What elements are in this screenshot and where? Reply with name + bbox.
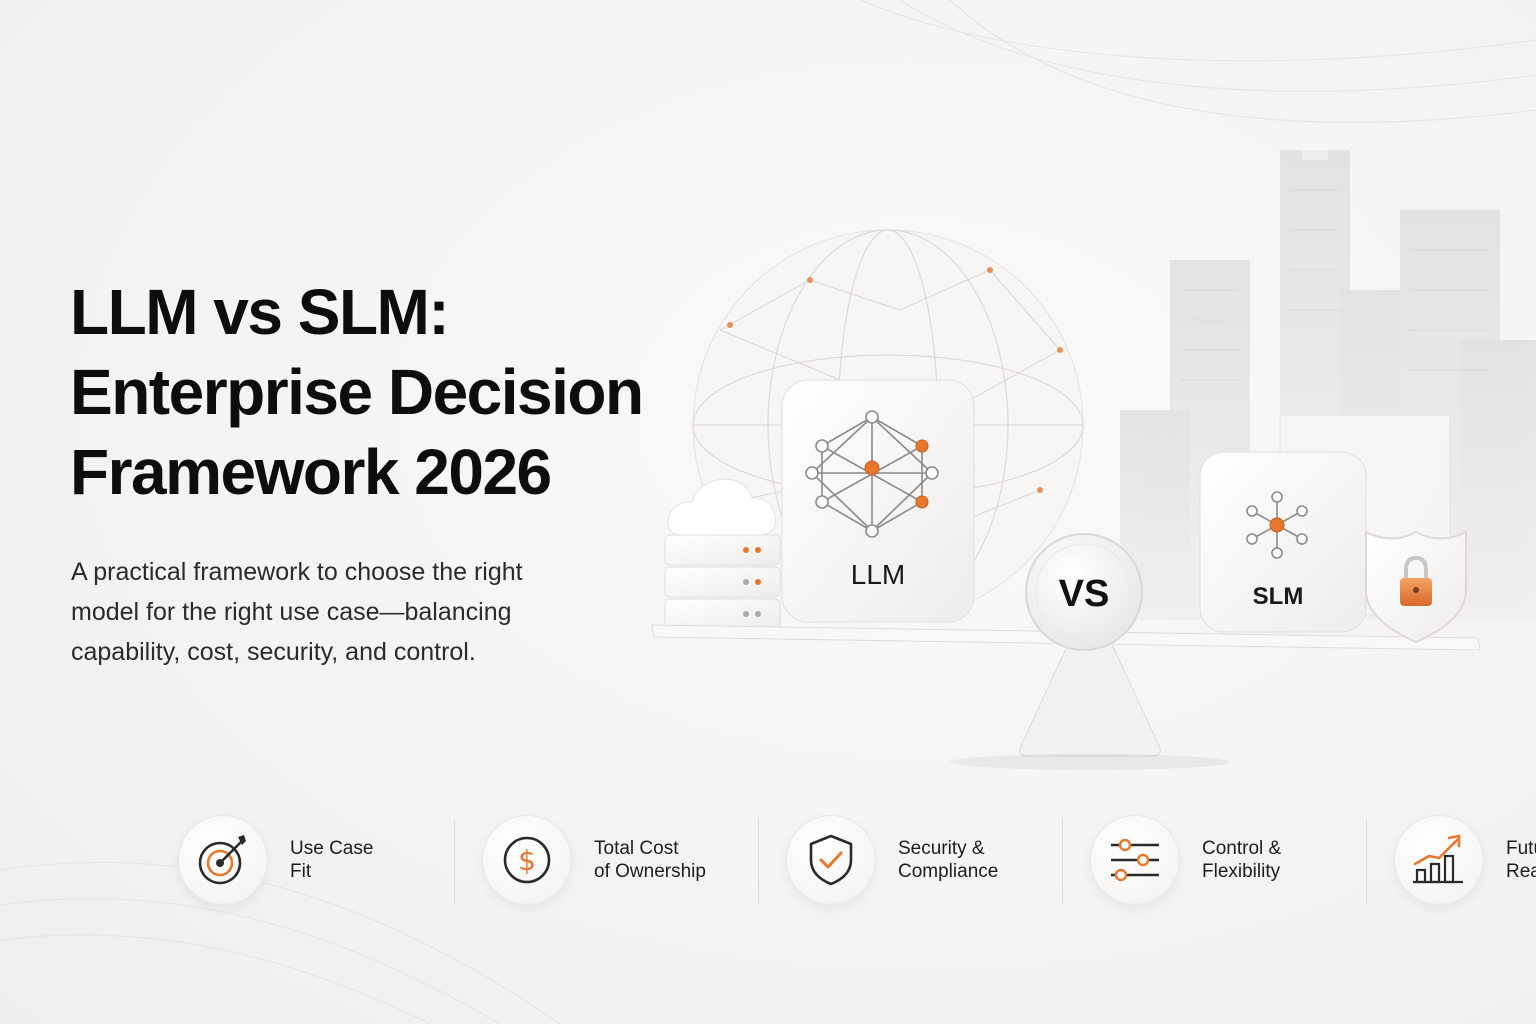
growth-chart-icon — [1394, 815, 1484, 905]
feature-label: Use Case Fit — [290, 838, 374, 882]
vs-badge: VS — [1025, 533, 1143, 651]
balance-scale-illustration: LLM SLM VS — [651, 150, 1536, 770]
title-line-3: Framework 2026 — [70, 436, 552, 508]
feature-label: Total Cost of Ownership — [594, 838, 706, 882]
llm-label: LLM — [851, 559, 905, 590]
feature-label: Future Readiness — [1506, 838, 1536, 882]
feature-security: Security & Compliance — [758, 815, 1062, 905]
title-line-1: LLM vs SLM: — [70, 276, 450, 348]
dollar-icon: $ — [482, 815, 572, 905]
svg-text:$: $ — [518, 844, 536, 877]
page-subtitle: A practical framework to choose the righ… — [71, 558, 523, 666]
slm-label: SLM — [1253, 583, 1304, 610]
feature-use-case-fit: Use Case Fit — [150, 815, 454, 905]
shield-lock-icon — [1365, 530, 1467, 644]
llm-card: LLM — [781, 379, 975, 623]
shield-check-icon — [786, 815, 876, 905]
feature-control: Control & Flexibility — [1062, 815, 1366, 905]
feature-label: Security & Compliance — [898, 838, 999, 882]
cloud-server-icon — [664, 478, 781, 630]
slm-card: SLM — [1199, 451, 1367, 633]
feature-strip: Use Case Fit $ Total Cost of Ownership S… — [150, 805, 1536, 915]
sliders-icon — [1090, 815, 1180, 905]
title-line-2: Enterprise Decision — [70, 356, 644, 428]
page-title: LLM vs SLM: Enterprise Decision Framewor… — [70, 272, 770, 512]
scale-fulcrum — [1019, 639, 1161, 757]
feature-label: Control & Flexibility — [1202, 838, 1282, 882]
vs-label: VS — [1059, 573, 1110, 615]
target-icon — [178, 815, 268, 905]
feature-total-cost: $ Total Cost of Ownership — [454, 815, 758, 905]
feature-future: Future Readiness — [1366, 815, 1536, 905]
